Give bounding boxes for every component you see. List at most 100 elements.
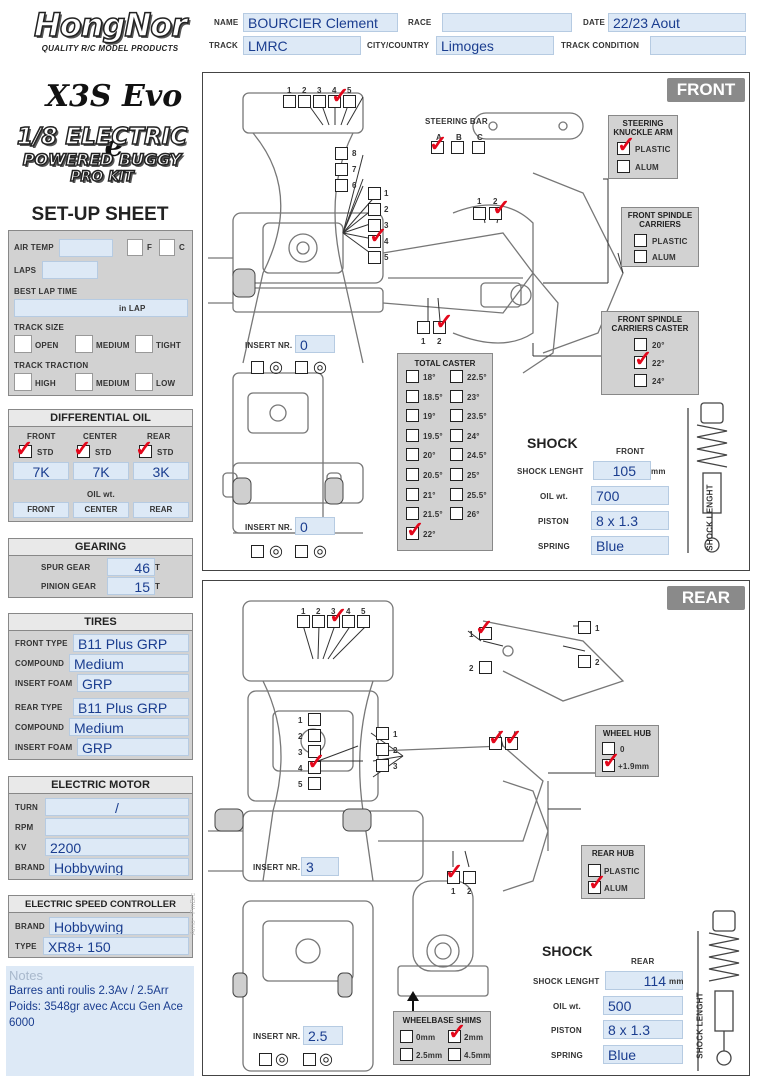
total-caster-left-box-8[interactable] (406, 526, 419, 540)
traction-high-box[interactable] (14, 373, 32, 391)
front-insert-bot-box-2[interactable] (295, 545, 308, 558)
total-caster-left-box-3[interactable] (406, 428, 419, 442)
total-caster-left-box-4[interactable] (406, 448, 419, 462)
traction-medium-box[interactable] (75, 373, 93, 391)
front-insert-field[interactable]: GRP (77, 674, 189, 692)
front-upper-box-1[interactable] (283, 95, 296, 108)
wheel-hub-19-box[interactable] (602, 759, 615, 772)
rear-link-box-1[interactable] (479, 627, 492, 640)
rear-type-field[interactable]: B11 Plus GRP (73, 698, 189, 716)
front-oil-field[interactable]: 700 (591, 486, 669, 505)
rpm-field[interactable] (45, 818, 189, 836)
total-caster-right-box-6[interactable] (450, 487, 463, 501)
front-pair-low-box-2[interactable] (433, 321, 446, 334)
rear-right-box-3[interactable] (376, 759, 389, 772)
rear-right-box-1[interactable] (376, 727, 389, 740)
laps-field[interactable] (42, 261, 98, 279)
rear-insert-bot-box-2[interactable] (303, 1053, 316, 1066)
rear-camber-box-1[interactable] (489, 737, 502, 750)
total-caster-right-box-5[interactable] (450, 468, 463, 481)
caster-22-box[interactable] (634, 356, 647, 369)
front-insert-top-box-2[interactable] (295, 361, 308, 374)
diff-front-field[interactable]: 7K (13, 462, 69, 480)
total-caster-right-box-2[interactable] (450, 409, 463, 423)
best-lap-field[interactable] (14, 299, 188, 317)
total-caster-right-box-3[interactable] (450, 428, 463, 442)
rear-lower-box-2[interactable] (463, 871, 476, 884)
rear-left-box-3[interactable] (308, 745, 321, 758)
front-piston-field[interactable]: 8 x 1.3 (591, 511, 669, 530)
size-open-box[interactable] (14, 335, 32, 353)
rear-insert-field[interactable]: GRP (77, 738, 189, 756)
caster-24-box[interactable] (634, 374, 647, 387)
rear-link-box-r1[interactable] (578, 621, 591, 634)
knuckle-plastic-box[interactable] (617, 142, 630, 155)
front-side-box-1[interactable] (368, 187, 381, 200)
pinion-gear-field[interactable]: 15 (107, 577, 155, 595)
race-field[interactable] (442, 13, 572, 32)
front-side-box-2[interactable] (368, 203, 381, 216)
rear-insert-bot-box-1[interactable] (259, 1053, 272, 1066)
city-field[interactable]: Limoges (436, 36, 554, 55)
total-caster-right-box-0[interactable] (450, 370, 463, 383)
wheel-hub-0-box[interactable] (602, 742, 615, 755)
turn-field[interactable]: / (45, 798, 189, 816)
rear-upper-box-2[interactable] (312, 615, 325, 628)
rear-upper-box-4[interactable] (342, 615, 355, 628)
rear-left-box-4[interactable] (308, 761, 321, 774)
diff-center-field[interactable]: 7K (73, 462, 129, 480)
traction-low-box[interactable] (135, 373, 153, 391)
rear-insert-top-field[interactable]: 3 (301, 857, 339, 876)
rear-insert-bot-field[interactable]: 2.5 (303, 1026, 343, 1045)
front-pair-low-box-1[interactable] (417, 321, 430, 334)
rear-upper-box-3[interactable] (327, 615, 340, 628)
front-side-box-7[interactable] (335, 163, 348, 176)
front-upper-box-5[interactable] (343, 95, 356, 108)
front-side-box-5[interactable] (368, 251, 381, 264)
spur-gear-field[interactable]: 46 (107, 558, 155, 576)
air-temp-field[interactable] (59, 239, 113, 257)
condition-field[interactable] (650, 36, 746, 55)
total-caster-left-box-5[interactable] (406, 468, 419, 481)
front-shock-length-field[interactable]: 105 (593, 461, 651, 480)
rear-upper-box-5[interactable] (357, 615, 370, 628)
front-side-box-8[interactable] (335, 147, 348, 160)
front-pair-up-box-2[interactable] (489, 207, 502, 220)
date-field[interactable]: 22/23 Aout (608, 13, 746, 32)
spindle-plastic-box[interactable] (634, 234, 647, 247)
esc-brand-field[interactable]: Hobbywing (49, 917, 189, 935)
rear-shock-length-field[interactable]: 114 (605, 971, 683, 990)
front-side-box-3[interactable] (368, 219, 381, 232)
total-caster-right-box-4[interactable] (450, 448, 463, 462)
diff-front-oil-button[interactable]: FRONT (13, 502, 69, 518)
rear-right-box-2[interactable] (376, 743, 389, 756)
rear-lower-box-1[interactable] (447, 871, 460, 884)
front-upper-box-3[interactable] (313, 95, 326, 108)
rear-upper-box-1[interactable] (297, 615, 310, 628)
rear-link-box-r2[interactable] (578, 655, 591, 668)
diff-center-oil-button[interactable]: CENTER (73, 502, 129, 518)
shim-0-box[interactable] (400, 1030, 413, 1043)
front-type-field[interactable]: B11 Plus GRP (73, 634, 189, 652)
steering-c-box[interactable] (472, 141, 485, 154)
name-field[interactable]: BOURCIER Clement (243, 13, 398, 32)
size-tight-box[interactable] (135, 335, 153, 353)
rear-piston-field[interactable]: 8 x 1.3 (603, 1020, 683, 1039)
total-caster-right-box-7[interactable] (450, 507, 463, 521)
front-insert-bot-box-1[interactable] (251, 545, 264, 558)
rear-hub-plastic-box[interactable] (588, 864, 601, 877)
total-caster-left-box-6[interactable] (406, 487, 419, 501)
rear-left-box-2[interactable] (308, 729, 321, 742)
diff-rear-field[interactable]: 3K (133, 462, 189, 480)
motor-brand-field[interactable]: Hobbywing (49, 858, 189, 876)
shim-25-box[interactable] (400, 1048, 413, 1061)
kv-field[interactable]: 2200 (45, 838, 189, 856)
front-spring-field[interactable]: Blue (591, 536, 669, 555)
esc-type-field[interactable]: XR8+ 150 (43, 937, 189, 955)
rear-spring-field[interactable]: Blue (603, 1045, 683, 1064)
front-side-box-6[interactable] (335, 179, 348, 192)
celsius-box[interactable] (159, 239, 175, 256)
spindle-alum-box[interactable] (634, 250, 647, 263)
steering-a-box[interactable] (431, 141, 444, 154)
diff-center-std-box[interactable] (77, 445, 90, 458)
